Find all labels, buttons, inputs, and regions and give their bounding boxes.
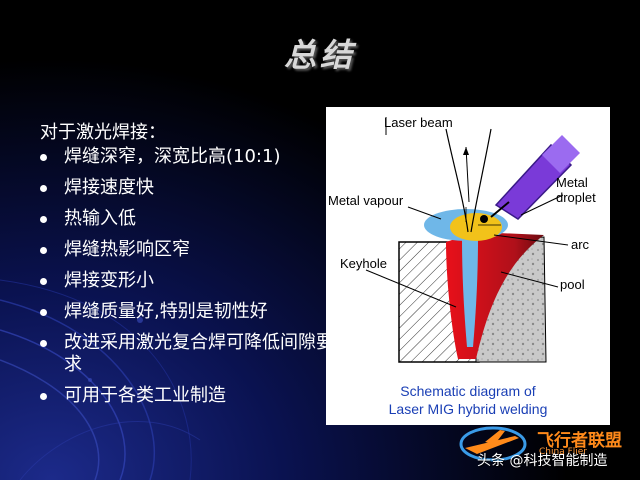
bullet-list: 焊缝深窄，深宽比高(10:1) 焊接速度快 热输入低 焊缝热影响区窄 焊接变形小… bbox=[40, 146, 334, 416]
bullet-item: 焊缝质量好,特别是韧性好 bbox=[40, 301, 334, 323]
label-pool: pool bbox=[560, 277, 585, 292]
watermark-brand: 飞行者联盟 bbox=[537, 431, 622, 451]
bullet-text: 焊缝热影响区窄 bbox=[64, 239, 190, 260]
label-arc: arc bbox=[571, 237, 590, 252]
label-keyhole: Keyhole bbox=[340, 256, 387, 271]
label-metal-droplet-line2: droplet bbox=[556, 190, 596, 205]
watermark-credit: 头条 @科技智能制造 bbox=[477, 453, 608, 469]
bullet-dot-icon bbox=[40, 393, 47, 400]
bullet-text: 热输入低 bbox=[64, 208, 136, 229]
bullet-item: 可用于各类工业制造 bbox=[40, 385, 334, 407]
bullet-dot-icon bbox=[40, 247, 47, 254]
bullet-text: 改进采用激光复合焊可降低间隙要求 bbox=[64, 332, 334, 375]
slide-title: 总结 bbox=[283, 36, 356, 74]
intro-text: 对于激光焊接： bbox=[40, 122, 166, 143]
diagram-caption-line2: Laser MIG hybrid welding bbox=[388, 401, 548, 417]
diagram-caption-line1: Schematic diagram of bbox=[400, 383, 536, 399]
airplane-logo-icon bbox=[459, 426, 527, 462]
bullet-text: 可用于各类工业制造 bbox=[64, 385, 226, 406]
watermark: 飞行者联盟 China Flier 头条 @科技智能制造 bbox=[455, 420, 640, 480]
welding-diagram: Laser beam Metal vapour Metal droplet ar… bbox=[326, 107, 610, 425]
bullet-dot-icon bbox=[40, 185, 47, 192]
bullet-item: 焊接变形小 bbox=[40, 270, 334, 292]
welding-schematic-illustration bbox=[365, 117, 580, 363]
label-metal-droplet-line1: Metal bbox=[556, 175, 588, 190]
bullet-text: 焊缝深窄，深宽比高(10:1) bbox=[64, 146, 281, 167]
label-metal-vapour: Metal vapour bbox=[328, 193, 404, 208]
bullet-dot-icon bbox=[40, 309, 47, 316]
bullet-dot-icon bbox=[40, 340, 47, 347]
bullet-item: 改进采用激光复合焊可降低间隙要求 bbox=[40, 332, 334, 376]
bullet-item: 焊缝热影响区窄 bbox=[40, 239, 334, 261]
watermark-url: China Flier bbox=[539, 447, 587, 457]
bullet-text: 焊接变形小 bbox=[64, 270, 154, 291]
bullet-dot-icon bbox=[40, 216, 47, 223]
bullet-text: 焊缝质量好,特别是韧性好 bbox=[64, 301, 268, 322]
bullet-dot-icon bbox=[40, 278, 47, 285]
bullet-dot-icon bbox=[40, 154, 47, 161]
bullet-text: 焊接速度快 bbox=[64, 177, 154, 198]
bullet-item: 热输入低 bbox=[40, 208, 334, 230]
bullet-item: 焊接速度快 bbox=[40, 177, 334, 199]
label-laser-beam: Laser beam bbox=[384, 115, 453, 130]
bullet-item: 焊缝深窄，深宽比高(10:1) bbox=[40, 146, 334, 168]
